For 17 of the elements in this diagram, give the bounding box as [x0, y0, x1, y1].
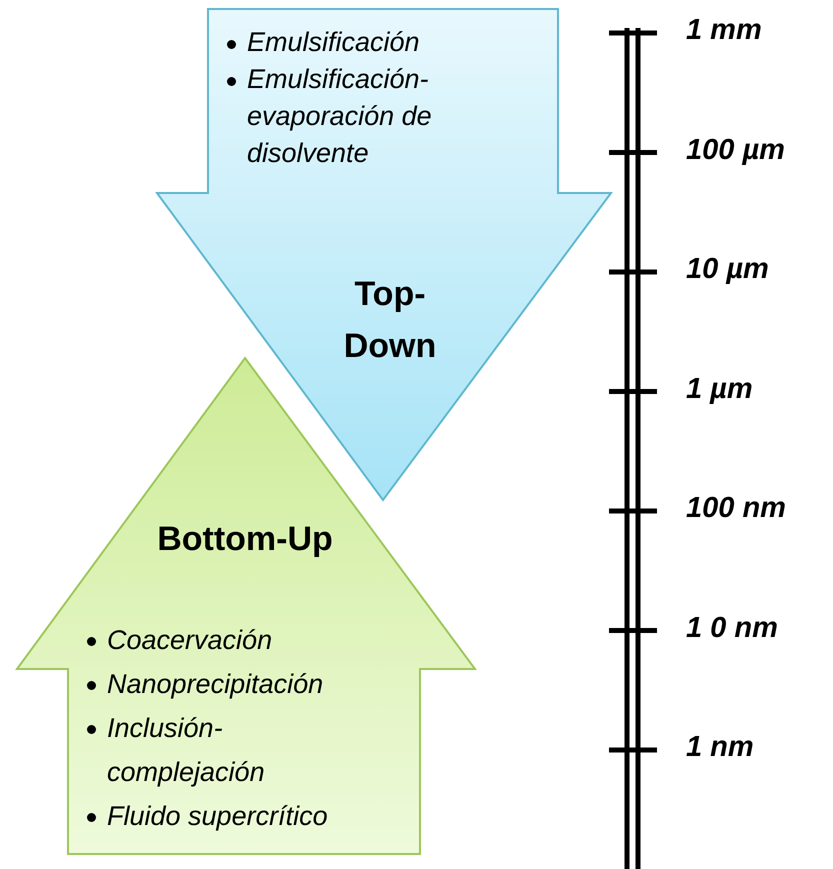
down-arrow-shape — [155, 8, 613, 502]
scale-label: 100 µm — [686, 132, 785, 166]
arrow-title: Top-Down — [342, 274, 438, 367]
list-item: Emulsificación — [247, 27, 420, 57]
list-item: Emulsificación- evaporación de disolvente — [247, 64, 432, 168]
list-item: Nanoprecipitación — [107, 669, 324, 699]
list-item: Fluido supercrítico — [107, 801, 328, 831]
scale-label: 10 µm — [686, 252, 769, 286]
list-item: Coacervación — [107, 625, 272, 655]
scale-label: 1 mm — [686, 13, 762, 47]
up-arrow-shape — [15, 356, 477, 858]
scale-label: 1 0 nm — [686, 610, 778, 644]
arrow-title: Bottom-Up — [156, 519, 334, 560]
scale-label: 1 nm — [686, 730, 754, 764]
list-item: Inclusión- complejación — [107, 713, 265, 787]
scale-label: 100 nm — [686, 491, 786, 525]
scale-label: 1 µm — [686, 372, 753, 406]
